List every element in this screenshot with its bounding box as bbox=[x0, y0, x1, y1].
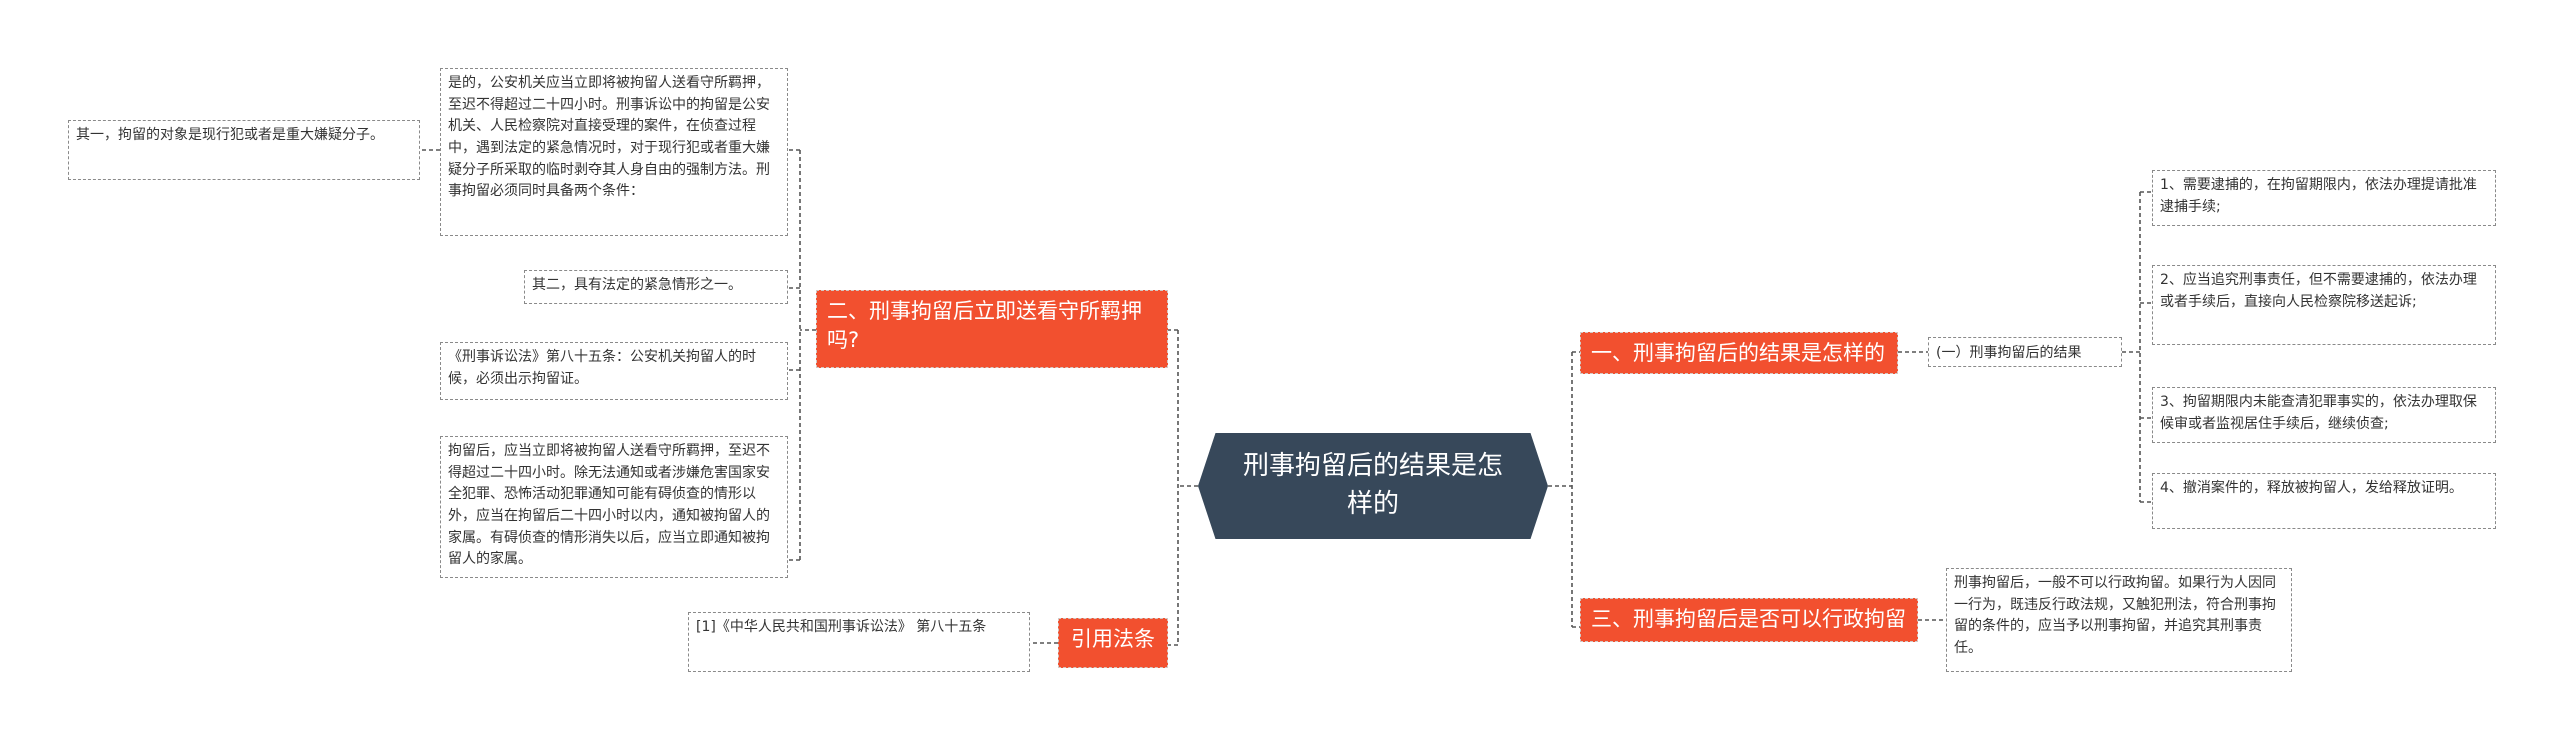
root-title: 刑事拘留后的结果是怎样的 bbox=[1242, 451, 1503, 519]
branch-result-subtopic: (一）刑事拘留后的结果 bbox=[1928, 337, 2122, 367]
custody-condition-2-text: 其二，具有法定的紧急情形之一。 bbox=[532, 277, 742, 293]
custody-condition-1-text: 其一，拘留的对象是现行犯或者是重大嫌疑分子。 bbox=[76, 127, 384, 143]
branch-custody-label: 二、刑事拘留后立即送看守所羁押吗? bbox=[827, 299, 1142, 353]
custody-condition-1: 其一，拘留的对象是现行犯或者是重大嫌疑分子。 bbox=[68, 120, 420, 180]
custody-law-text: 《刑事诉讼法》第八十五条：公安机关拘留人的时候，必须出示拘留证。 bbox=[440, 342, 788, 400]
administrative-item-text: 刑事拘留后，一般不可以行政拘留。如果行为人因同一行为，既违反行政法规，又触犯刑法… bbox=[1954, 575, 2276, 657]
custody-main-text: 是的，公安机关应当立即将被拘留人送看守所羁押，至迟不得超过二十四小时。刑事诉讼中… bbox=[440, 68, 788, 236]
result-item-2-text: 2、应当追究刑事责任，但不需要逮捕的，依法办理或者手续后，直接向人民检察院移送起… bbox=[2160, 272, 2477, 310]
branch-administrative: 三、刑事拘留后是否可以行政拘留 bbox=[1580, 598, 1918, 642]
subtopic-label: (一）刑事拘留后的结果 bbox=[1936, 345, 2082, 361]
branch-result: 一、刑事拘留后的结果是怎样的 bbox=[1580, 332, 1898, 374]
branch-custody: 二、刑事拘留后立即送看守所羁押吗? bbox=[816, 290, 1168, 368]
custody-condition-2: 其二，具有法定的紧急情形之一。 bbox=[524, 270, 788, 304]
result-item-4-text: 4、撤消案件的，释放被拘留人，发给释放证明。 bbox=[2160, 480, 2463, 496]
root-node: 刑事拘留后的结果是怎样的 bbox=[1198, 433, 1548, 539]
citation-item-text: [1]《中华人民共和国刑事诉讼法》 第八十五条 bbox=[696, 619, 987, 635]
administrative-item: 刑事拘留后，一般不可以行政拘留。如果行为人因同一行为，既违反行政法规，又触犯刑法… bbox=[1946, 568, 2292, 672]
result-item-4: 4、撤消案件的，释放被拘留人，发给释放证明。 bbox=[2152, 473, 2496, 529]
result-item-3-text: 3、拘留期限内未能查清犯罪事实的，依法办理取保候审或者监视居住手续后，继续侦查; bbox=[2160, 394, 2477, 432]
custody-law-text-content: 《刑事诉讼法》第八十五条：公安机关拘留人的时候，必须出示拘留证。 bbox=[448, 349, 756, 387]
result-item-1: 1、需要逮捕的，在拘留期限内，依法办理提请批准逮捕手续; bbox=[2152, 170, 2496, 226]
branch-citation-label: 引用法条 bbox=[1071, 627, 1155, 651]
custody-detail-text-content: 拘留后，应当立即将被拘留人送看守所羁押，至迟不得超过二十四小时。除无法通知或者涉… bbox=[448, 443, 770, 568]
citation-item: [1]《中华人民共和国刑事诉讼法》 第八十五条 bbox=[688, 612, 1030, 672]
result-item-2: 2、应当追究刑事责任，但不需要逮捕的，依法办理或者手续后，直接向人民检察院移送起… bbox=[2152, 265, 2496, 345]
branch-result-label: 一、刑事拘留后的结果是怎样的 bbox=[1591, 341, 1885, 365]
branch-citation: 引用法条 bbox=[1058, 618, 1168, 668]
branch-administrative-label: 三、刑事拘留后是否可以行政拘留 bbox=[1591, 607, 1906, 631]
result-item-1-text: 1、需要逮捕的，在拘留期限内，依法办理提请批准逮捕手续; bbox=[2160, 177, 2477, 215]
custody-detail-text: 拘留后，应当立即将被拘留人送看守所羁押，至迟不得超过二十四小时。除无法通知或者涉… bbox=[440, 436, 788, 578]
result-item-3: 3、拘留期限内未能查清犯罪事实的，依法办理取保候审或者监视居住手续后，继续侦查; bbox=[2152, 387, 2496, 443]
custody-main-text-content: 是的，公安机关应当立即将被拘留人送看守所羁押，至迟不得超过二十四小时。刑事诉讼中… bbox=[448, 75, 770, 200]
